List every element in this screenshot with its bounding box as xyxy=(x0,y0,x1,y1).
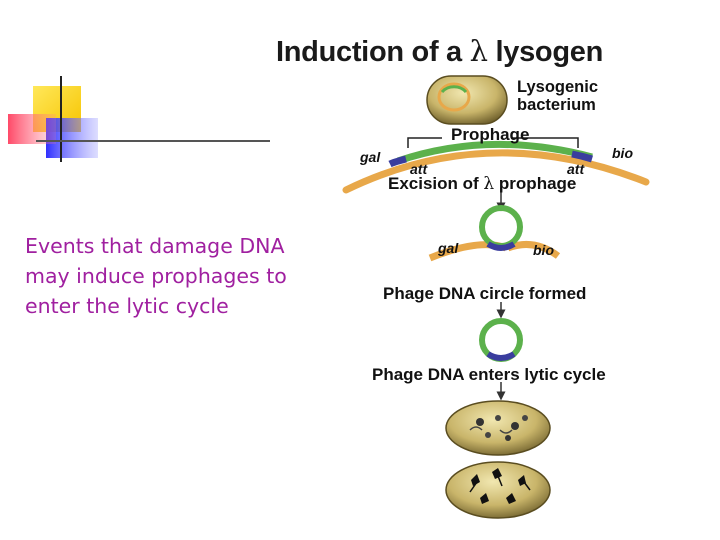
phage-dna-circle xyxy=(479,318,523,362)
prophage-bracket xyxy=(407,137,579,148)
integrated-chromosome xyxy=(342,140,650,194)
label-att-left: att xyxy=(410,161,428,177)
label-lytic-cycle: Phage DNA enters lytic cycle xyxy=(372,365,606,384)
title-prefix: Induction of a xyxy=(276,36,470,68)
corner-ornament xyxy=(8,76,270,162)
title-lambda: λ xyxy=(469,34,488,68)
excision-lambda: λ xyxy=(483,174,495,194)
lysogenic-bacterium xyxy=(426,75,508,125)
label-bio-mid: bio xyxy=(533,242,554,258)
slide-title: Induction of a λ lysogen xyxy=(276,34,603,69)
label-att-right: att xyxy=(567,161,585,177)
label-lysogenic: Lysogenic xyxy=(517,78,598,96)
label-gal-top: gal xyxy=(360,149,381,165)
lytic-cell-1 xyxy=(445,400,551,456)
label-prophage: Prophage xyxy=(451,125,530,144)
lytic-cell-2 xyxy=(445,461,551,519)
slide-caption: Events that damage DNA may induce propha… xyxy=(25,231,315,321)
label-excision: Excision of λ prophage xyxy=(388,174,576,194)
label-bacterium: bacterium xyxy=(517,96,596,114)
induction-diagram xyxy=(342,75,650,519)
caption-line-2: may induce prophages to xyxy=(25,264,287,288)
title-suffix: lysogen xyxy=(487,36,604,68)
caption-line-3: enter the lytic cycle xyxy=(25,294,229,318)
excision-prefix: Excision of xyxy=(388,174,484,193)
excision-suffix: prophage xyxy=(494,174,577,193)
caption-line-1: Events that damage DNA xyxy=(25,234,285,258)
ornament-red-bar xyxy=(8,114,56,144)
excision-loop xyxy=(428,205,561,262)
label-bio-top: bio xyxy=(612,145,633,161)
label-circle-formed: Phage DNA circle formed xyxy=(383,284,587,303)
label-gal-mid: gal xyxy=(438,240,459,256)
